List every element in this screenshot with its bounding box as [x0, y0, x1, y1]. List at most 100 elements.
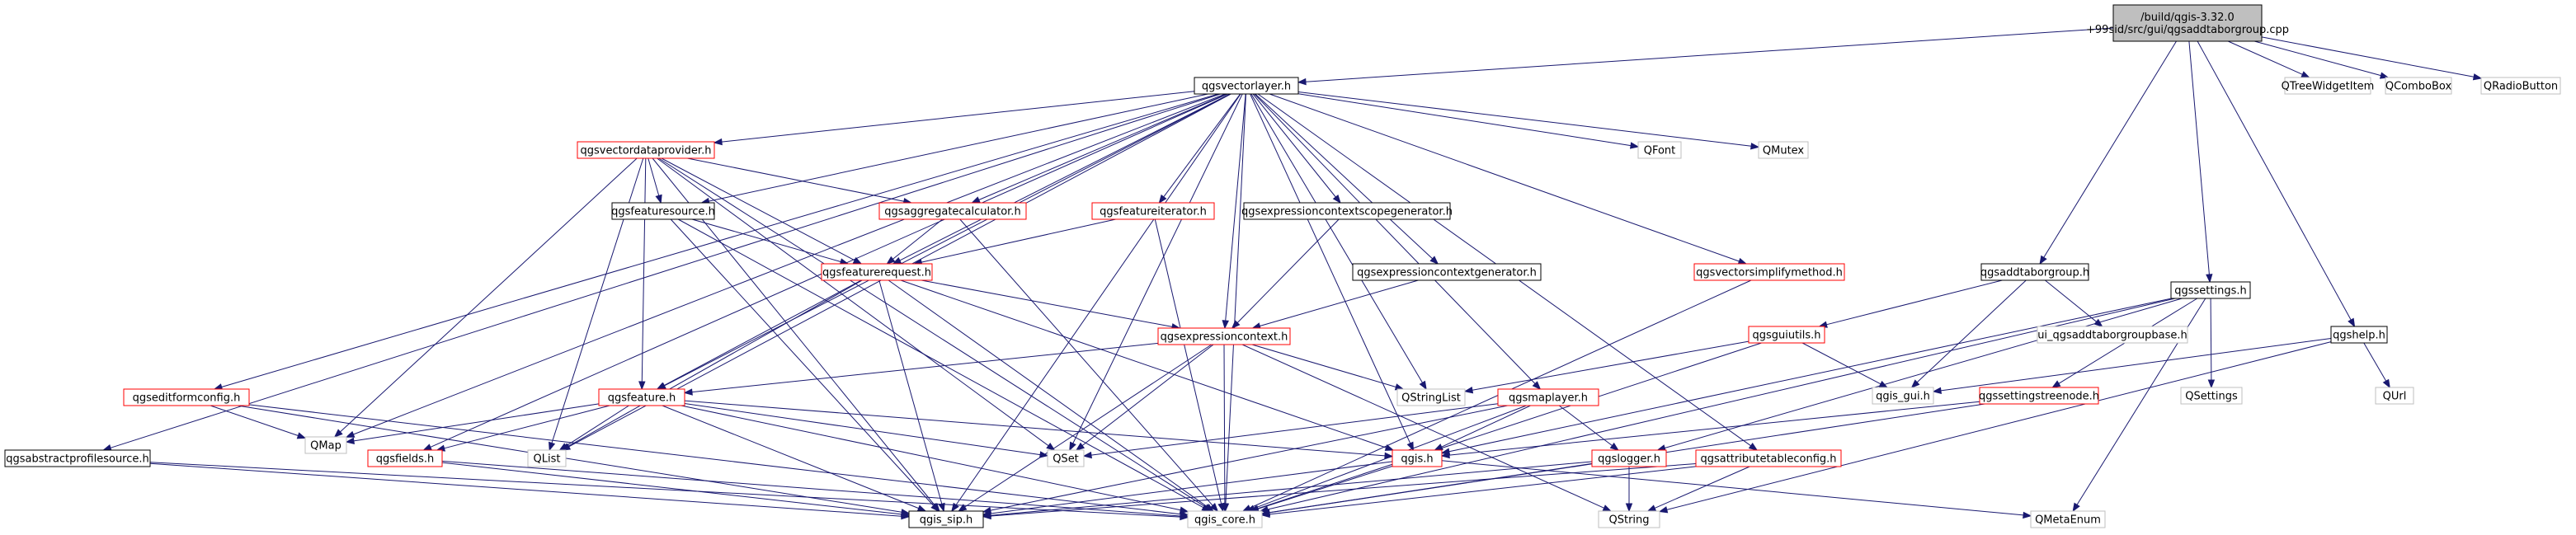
- node-addtaborgroup_h[interactable]: qgsaddtaborgroup.h: [1980, 263, 2089, 281]
- node-vectorsimplify[interactable]: qgsvectorsimplifymethod.h: [1693, 263, 1845, 281]
- arrowhead-icon: [1429, 256, 1439, 265]
- node-label: QTreeWidgetItem: [2282, 81, 2375, 93]
- arrowhead-icon: [1910, 379, 1920, 388]
- node-label: qgsvectorsimplifymethod.h: [1696, 267, 1843, 279]
- edge-vectorlayer-to-expressioncontext: [1222, 93, 1246, 330]
- node-box: [2330, 326, 2388, 344]
- node-label: qgsattributetableconfig.h: [1700, 453, 1836, 466]
- edge-root-to-help: [2197, 40, 2356, 328]
- edge-attributetableconfig-to-qgis_sip: [982, 463, 1697, 520]
- node-expcontextgen[interactable]: qgsexpressioncontextgenerator.h: [1352, 263, 1542, 281]
- node-label: qgsfeatureiterator.h: [1100, 206, 1207, 218]
- edge-feature-to-qgis_h: [684, 400, 1394, 460]
- arrowhead-icon: [1434, 443, 1443, 451]
- edge-settings-to-qsettings: [2207, 298, 2216, 389]
- edge-maplayer-to-qgis_h: [1434, 405, 1531, 451]
- arrowhead-icon: [1038, 451, 1049, 458]
- node-qsettings[interactable]: QSettings: [2180, 387, 2243, 405]
- node-box: [1872, 387, 1934, 405]
- edge-help-to-qstring: [1658, 341, 2332, 514]
- edge-featureiterator-to-featurerequest: [912, 218, 1116, 266]
- edge-vectorlayer-to-qmutex: [1297, 92, 1760, 150]
- node-box: [123, 388, 250, 406]
- node-qfont[interactable]: QFont: [1637, 141, 1682, 159]
- arrowhead-icon: [1204, 504, 1215, 512]
- node-qmap[interactable]: QMap: [304, 436, 347, 454]
- arrowhead-icon: [2072, 502, 2080, 513]
- arrowhead-icon: [1297, 77, 1307, 86]
- node-qtreewidgetitem[interactable]: QTreeWidgetItem: [2282, 77, 2375, 95]
- edge-feature-to-qlist: [558, 405, 629, 451]
- node-qstringlist[interactable]: QStringList: [1396, 388, 1466, 406]
- node-label: qgis_sip.h: [920, 514, 972, 527]
- node-settings[interactable]: qgssettings.h: [2170, 281, 2251, 299]
- arrowhead-icon: [345, 437, 355, 444]
- arrowhead-icon: [2301, 71, 2310, 78]
- node-feature[interactable]: qgsfeature.h: [598, 388, 685, 406]
- node-maplayer[interactable]: qgsmaplayer.h: [1497, 388, 1599, 406]
- node-label: QComboBox: [2385, 81, 2452, 93]
- node-settingstreenode[interactable]: qgssettingstreenode.h: [1979, 387, 2099, 405]
- node-box: [2180, 387, 2243, 405]
- edge-addtaborgroup_h-to-guiutils: [1818, 279, 2003, 328]
- edge-expressioncontext-to-qgis_sip: [958, 344, 1213, 512]
- node-qgsfields[interactable]: qgsfields.h: [367, 449, 443, 467]
- node-aggregatecalculator[interactable]: qgsaggregatecalculator.h: [878, 202, 1027, 220]
- node-vectorlayer[interactable]: qgsvectorlayer.h: [1194, 77, 1299, 95]
- node-featurerequest[interactable]: qgsfeaturerequest.h: [821, 263, 933, 281]
- node-label: QMetaEnum: [2035, 514, 2101, 527]
- node-qgis_gui[interactable]: qgis_gui.h: [1872, 387, 1934, 405]
- edge-vectordataprovider-to-featuresource: [648, 157, 662, 204]
- node-qset[interactable]: QSet: [1047, 449, 1085, 467]
- node-qcombobox[interactable]: QComboBox: [2385, 77, 2452, 95]
- node-qgis_core[interactable]: qgis_core.h: [1187, 510, 1263, 528]
- node-vectordataprovider[interactable]: qgsvectordataprovider.h: [577, 141, 715, 159]
- node-qlist[interactable]: QList: [527, 449, 567, 467]
- edge-featurerequest-to-qgis_core: [888, 279, 1215, 512]
- node-box: [1243, 202, 1451, 220]
- edge-vectordataprovider-to-qmap: [333, 157, 638, 438]
- arrowhead-icon: [1748, 443, 1759, 451]
- edge-vectorlayer-to-editformconfig: [213, 93, 1219, 391]
- node-label: qgsaggregatecalculator.h: [884, 206, 1020, 218]
- edge-vectorlayer-to-aggregatecalculator: [971, 93, 1227, 204]
- edge-vectorlayer-to-abstractprofilesource: [101, 93, 1221, 452]
- node-attributetableconfig[interactable]: qgsattributetableconfig.h: [1695, 449, 1842, 467]
- arrowhead-icon: [2379, 72, 2390, 79]
- node-label: QList: [534, 453, 561, 466]
- node-box: [1187, 510, 1263, 528]
- edge-feature-to-qgis_core: [680, 405, 1189, 514]
- node-qgis_h[interactable]: qgis.h: [1392, 449, 1443, 467]
- arrowhead-icon: [1221, 503, 1229, 513]
- node-help[interactable]: qgshelp.h: [2330, 326, 2388, 344]
- node-expcontextscopegen[interactable]: qgsexpressioncontextscopegenerator.h: [1241, 202, 1453, 220]
- arrowhead-icon: [1737, 257, 1748, 265]
- node-root[interactable]: /build/qgis-3.32.0+99sid/src/gui/qgsaddt…: [2086, 4, 2289, 42]
- arrowhead-icon: [1222, 320, 1229, 330]
- node-qmetaenum[interactable]: QMetaEnum: [2030, 510, 2106, 528]
- node-box: [1497, 388, 1599, 406]
- node-editformconfig[interactable]: qgseditformconfig.h: [123, 388, 250, 406]
- node-expressioncontext[interactable]: qgsexpressioncontext.h: [1157, 327, 1291, 345]
- node-qstring[interactable]: QString: [1598, 510, 1660, 528]
- arrowhead-icon: [656, 382, 666, 390]
- node-guiutils[interactable]: qgsguiutils.h: [1748, 326, 1825, 344]
- node-ui_addtab[interactable]: ui_qgsaddtaborgroupbase.h: [2037, 326, 2188, 344]
- arrowhead-icon: [1332, 194, 1341, 204]
- node-abstractprofilesource[interactable]: qgsabstractprofilesource.h: [4, 449, 151, 467]
- node-box: [2112, 4, 2263, 42]
- node-qgis_sip[interactable]: qgis_sip.h: [908, 510, 984, 528]
- node-featureiterator[interactable]: qgsfeatureiterator.h: [1091, 202, 1215, 220]
- node-qmutex[interactable]: QMutex: [1758, 141, 1809, 159]
- node-box: [2375, 387, 2414, 405]
- node-qurl[interactable]: QUrl: [2375, 387, 2414, 405]
- node-box: [577, 141, 715, 159]
- edge-featurerequest-to-qgis_sip: [878, 279, 945, 513]
- node-logger[interactable]: qgslogger.h: [1591, 449, 1667, 467]
- node-box: [2480, 77, 2561, 95]
- node-featuresource[interactable]: qgsfeaturesource.h: [611, 202, 715, 220]
- node-label: qgsaddtaborgroup.h: [1980, 267, 2089, 279]
- node-qradiobutton[interactable]: QRadioButton: [2480, 77, 2561, 95]
- arrowhead-icon: [1180, 513, 1189, 521]
